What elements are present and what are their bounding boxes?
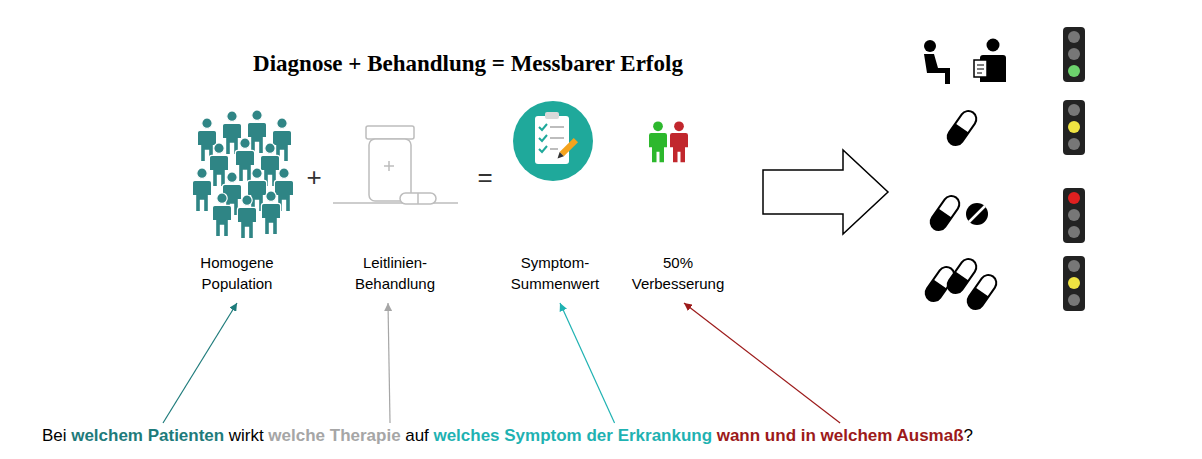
traffic-light-yellow-part (1063, 256, 1085, 311)
traffic-light-yellow-part (1068, 104, 1080, 116)
sentence-text: auf (405, 426, 429, 445)
traffic-light-green-part (1068, 65, 1080, 77)
crowd-icon-part (261, 191, 280, 235)
leader-lines-part (560, 303, 615, 423)
sentence-text: wirkt (229, 426, 264, 445)
checklist-icon-part (555, 138, 578, 161)
medicine-bottle-icon-part (333, 202, 458, 204)
consultation-icon-part (987, 39, 1000, 52)
leader-lines-part (388, 303, 390, 423)
sentence-text: Bei (42, 426, 67, 445)
traffic-light-yellow (1063, 256, 1085, 311)
traffic-light-red-part (1063, 188, 1085, 243)
traffic-light-red-part (1068, 192, 1080, 204)
checklist-icon-part-part (539, 135, 547, 141)
operator-symbol: = (477, 162, 492, 192)
consultation-icon-part (974, 60, 987, 77)
responder-icon-part (670, 121, 688, 162)
icon-caption-node: Symptom- Summenwert (511, 252, 599, 294)
icon-caption-node: Leitlinien- Behandlung (355, 252, 435, 294)
traffic-light-yellow-part (1068, 260, 1080, 272)
block-arrow-part (763, 150, 888, 234)
traffic-light-red-part (1068, 226, 1080, 238)
icon-caption-node: 50% Verbesserung (632, 252, 725, 294)
crowd-icon-part (247, 110, 266, 154)
pill-and-tablet-icon (928, 193, 988, 233)
highlighted-phrase: welche Therapie (268, 426, 400, 445)
checklist-icon-part (535, 116, 569, 164)
three-pills-icon (923, 256, 1000, 312)
icon-caption: Homogene Population (200, 252, 273, 294)
traffic-light-green (1063, 27, 1085, 82)
medicine-bottle-icon-part (369, 139, 411, 201)
checklist-icon-part-part (550, 126, 564, 128)
traffic-light-yellow-part (1068, 294, 1080, 306)
checklist-icon-part (550, 127, 564, 149)
icon-caption: 50% Verbesserung (632, 252, 725, 294)
checklist-icon-part-part (560, 138, 578, 156)
checklist-icon-part-part (550, 137, 564, 139)
block-arrow (763, 150, 888, 234)
checklist-icon (513, 101, 593, 181)
medicine-bottle-icon (333, 126, 458, 204)
traffic-light-red (1063, 188, 1085, 243)
operator-symbol: + (306, 162, 321, 192)
pill-icon-part (945, 108, 980, 148)
sentence-text: ? (964, 426, 973, 445)
pill-and-tablet-icon-part (966, 203, 988, 225)
responder-icon (649, 121, 688, 162)
traffic-light-green-part (1068, 31, 1080, 43)
pill-and-tablet-icon-part (969, 206, 985, 222)
highlighted-phrase: welches Symptom der Erkrankung (433, 426, 712, 445)
highlighted-phrase: welchem Patienten (71, 426, 224, 445)
traffic-light-yellow (1063, 100, 1085, 155)
traffic-light-green-part (1068, 48, 1080, 60)
icon-caption: Symptom- Summenwert (511, 252, 599, 294)
icon-caption-node: Homogene Population (200, 252, 273, 294)
pill-and-tablet-icon-part (928, 193, 963, 233)
traffic-light-yellow-part (1068, 121, 1080, 133)
leader-lines-part (684, 303, 840, 423)
consultation-icon-part (924, 40, 936, 52)
three-pills-icon-part (965, 272, 1000, 312)
checklist-icon-part (545, 112, 559, 119)
consultation-icon (924, 39, 1006, 85)
checklist-icon-part (539, 124, 547, 152)
highlighted-phrase: wann und in welchem Ausmaß (717, 426, 964, 445)
checklist-icon-part-part (539, 146, 547, 152)
crowd-icon-part (192, 168, 211, 212)
checklist-icon-part-part (539, 124, 547, 130)
crowd-icon-part (222, 111, 241, 155)
medicine-bottle-icon-part (366, 126, 414, 139)
crowd-icon-part (212, 193, 231, 237)
medicine-bottle-icon-part (384, 161, 394, 171)
crowd-icon (192, 110, 293, 239)
medicine-bottle-icon-part (417, 193, 419, 204)
consultation-icon-part (977, 65, 984, 73)
checklist-icon-part-part (550, 148, 558, 150)
crowd-icon-part (237, 195, 256, 239)
icon-caption: Leitlinien- Behandlung (355, 252, 435, 294)
responder-icon-part (649, 121, 667, 162)
traffic-light-yellow-part (1068, 277, 1080, 289)
diagram-title: Diagnose + Behandlung = Messbarer Erfolg (253, 50, 683, 78)
leader-lines-part (163, 303, 237, 423)
crowd-icon-part (209, 143, 228, 187)
traffic-light-green-part (1063, 27, 1085, 82)
medicine-bottle-icon-part (400, 193, 436, 204)
traffic-light-yellow-part (1063, 100, 1085, 155)
consultation-icon-part (924, 54, 950, 84)
traffic-light-red-part (1068, 209, 1080, 221)
leader-lines (163, 303, 840, 423)
checklist-icon-part (513, 101, 593, 181)
pill-icon (945, 108, 980, 148)
question-sentence: Beiwelchem Patienten wirktwelche Therapie… (42, 425, 973, 447)
traffic-light-yellow-part (1068, 138, 1080, 150)
checklist-icon-part-part (555, 152, 563, 160)
